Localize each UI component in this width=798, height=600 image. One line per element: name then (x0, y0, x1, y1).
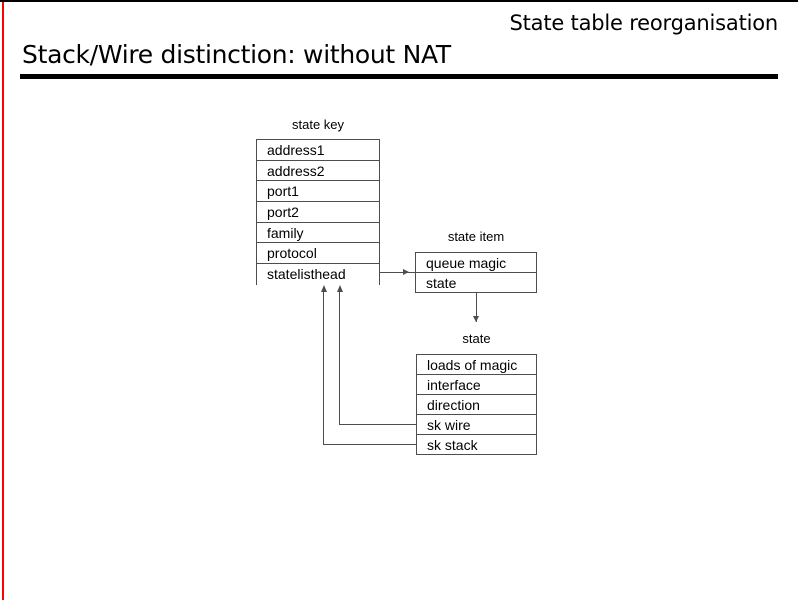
state-table: loads of magic interface direction sk wi… (416, 354, 537, 455)
connector-statelisthead-to-state-item-line (380, 272, 416, 273)
arrow-up-icon (336, 285, 343, 292)
arrow-right-icon (403, 268, 409, 275)
table-row: queue magic (416, 253, 536, 273)
state-key-caption: state key (291, 117, 345, 132)
state-item-caption: state item (447, 229, 505, 244)
table-row: statelisthead (257, 264, 379, 285)
table-row: port2 (257, 202, 379, 223)
table-row: port1 (257, 181, 379, 203)
connector-sk-wire-vertical (339, 292, 340, 424)
page-title: Stack/Wire distinction: without NAT (22, 40, 451, 69)
header-subtitle: State table reorganisation (509, 11, 778, 35)
table-row: loads of magic (417, 355, 536, 375)
table-row: protocol (257, 243, 379, 265)
table-row: direction (417, 395, 536, 415)
table-row: family (257, 222, 379, 244)
connector-sk-wire-horizontal (339, 424, 417, 425)
table-row: state (416, 273, 536, 292)
table-row: interface (417, 375, 536, 395)
connector-state-item-to-state-line (476, 293, 477, 322)
connector-sk-stack-vertical (323, 292, 324, 444)
table-row: address2 (257, 160, 379, 182)
state-key-table: address1 address2 port1 port2 family pro… (256, 139, 380, 285)
connector-sk-stack-horizontal (323, 444, 417, 445)
arrow-up-icon (320, 285, 327, 292)
table-row: sk stack (417, 435, 536, 454)
left-accent-rule (2, 2, 4, 600)
title-underline-rule (20, 74, 778, 79)
state-item-table: queue magic state (415, 252, 537, 293)
table-row: address1 (257, 140, 379, 161)
arrow-down-icon (472, 316, 479, 322)
table-row: sk wire (417, 415, 536, 435)
state-caption: state (462, 331, 491, 346)
